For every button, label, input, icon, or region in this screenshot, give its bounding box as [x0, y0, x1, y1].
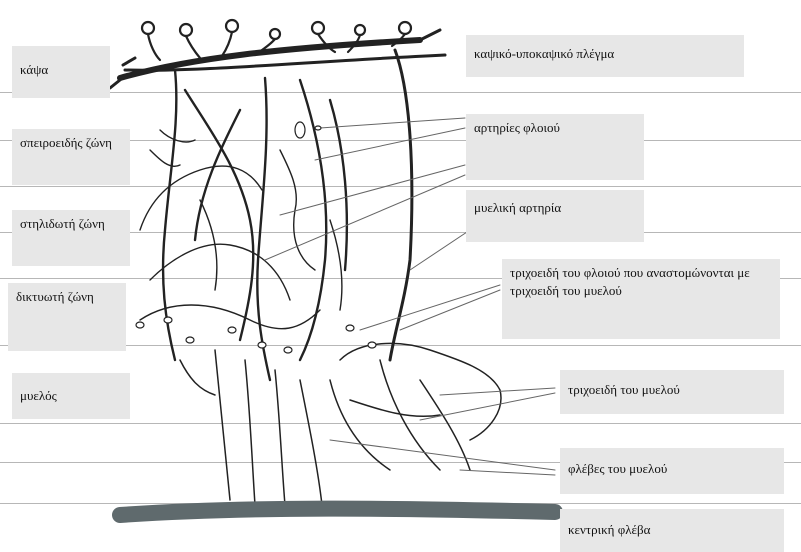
capsular-plexus-loops — [142, 20, 411, 60]
medullary-capillaries-label: τριχοειδή του μυελού — [560, 370, 784, 414]
zona-glomerulosa-label: σπειροειδής ζώνη — [12, 129, 130, 185]
capsule-label: κάψα — [12, 46, 110, 98]
medullary-veins-label: φλέβες του μυελού — [560, 448, 784, 494]
cortical-arteries — [163, 70, 347, 380]
zona-reticularis-label: δικτυωτή ζώνη — [8, 283, 126, 351]
medulla-label: μυελός — [12, 373, 130, 419]
medullary-capillary-network — [180, 343, 501, 505]
medullary-artery-label: μυελική αρτηρία — [466, 190, 644, 242]
central-vein-label: κεντρική φλέβα — [560, 509, 784, 552]
capsular-plexus-label: καψικό-υποκαψικό πλέγμα — [466, 35, 744, 77]
central-vein-shape — [120, 509, 555, 515]
cortical-capillary-network — [140, 130, 342, 329]
cortical-arteries-label: αρτηρίες φλοιού — [466, 114, 644, 180]
anastomosing-capillaries-label: τριχοειδή του φλοιού που αναστομώνονται … — [502, 259, 780, 339]
zona-fasciculata-label: στηλιδωτή ζώνη — [12, 210, 130, 266]
